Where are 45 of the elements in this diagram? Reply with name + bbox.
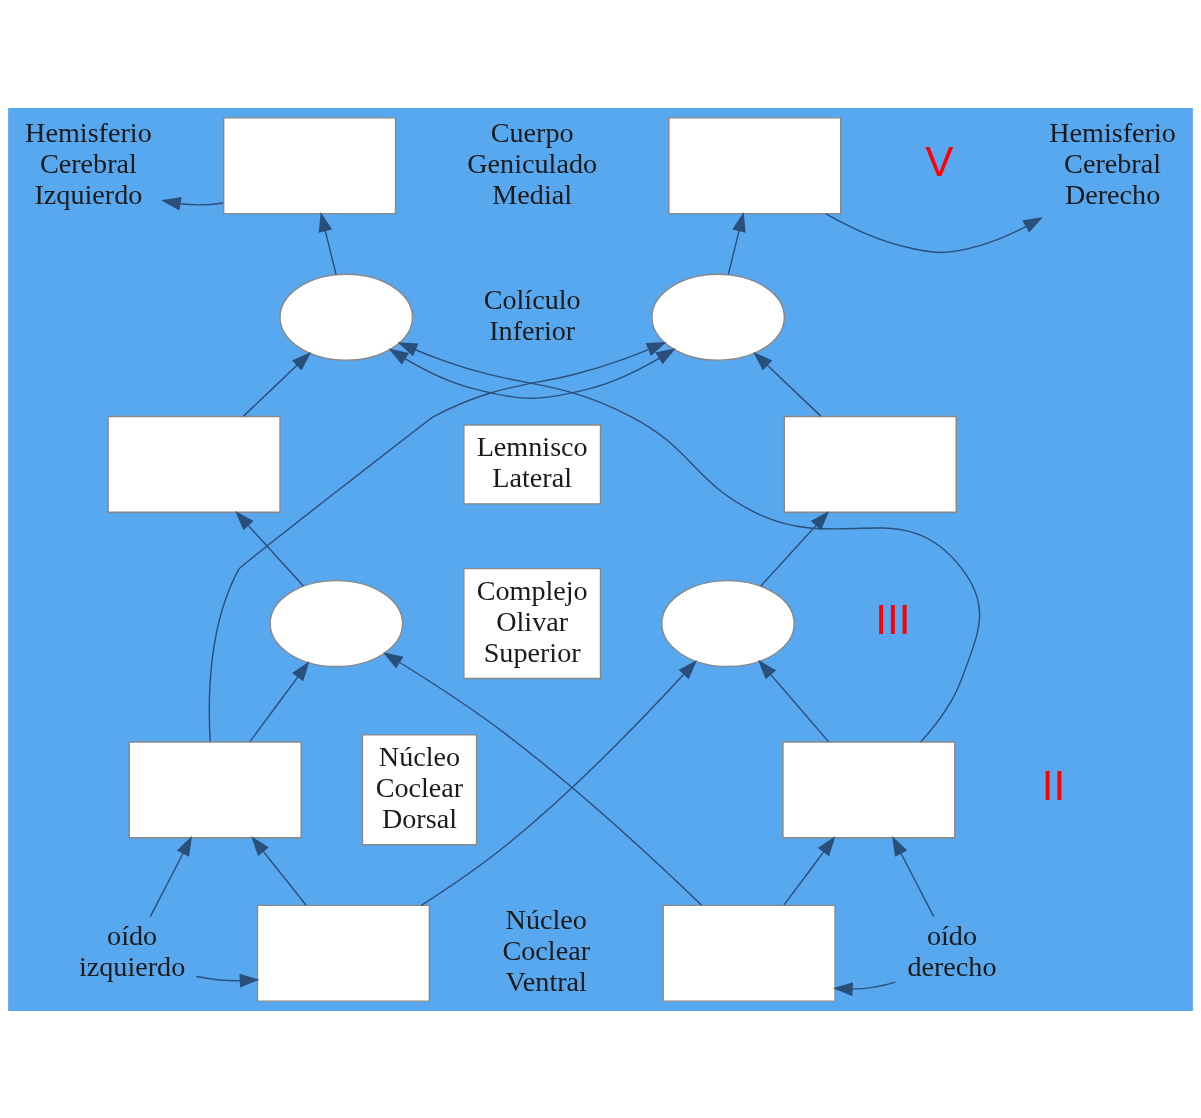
arrow [195, 973, 260, 988]
arrow [208, 341, 667, 742]
arrow [149, 835, 192, 917]
node-box [668, 116, 842, 214]
node-text: oído derecho [907, 919, 997, 982]
arrow [382, 651, 703, 906]
label: V [925, 137, 954, 185]
node-text: Hemisferio Cerebral Izquierdo [25, 116, 152, 210]
node-box [256, 904, 431, 1002]
arrow [397, 341, 981, 743]
arrow [235, 510, 305, 587]
arrow [825, 212, 1043, 253]
label: II [1041, 761, 1066, 809]
arrow [727, 211, 746, 275]
arrow [251, 835, 307, 906]
label: Colículo Inferior [483, 283, 581, 346]
arrow [783, 835, 836, 906]
node-box [107, 415, 281, 513]
label: Cuerpo Geniculado Medial [467, 116, 598, 210]
node-ellipse [651, 273, 786, 361]
node-box: Complejo Olivar Superior [463, 567, 602, 679]
arrow [249, 660, 310, 742]
arrow [760, 510, 830, 587]
node-text: Hemisferio Cerebral Derecho [1049, 116, 1176, 210]
arrow [242, 351, 312, 417]
arrow [318, 211, 337, 275]
node-box [783, 415, 957, 513]
node-box [128, 740, 302, 838]
arrow [388, 347, 676, 399]
label: III [875, 595, 911, 643]
node-box: Lemnisco Lateral [463, 423, 602, 505]
node-ellipse [279, 273, 414, 361]
arrow [161, 196, 224, 211]
node-box [222, 116, 397, 214]
label: Núcleo Coclear Ventral [502, 903, 591, 997]
arrow [892, 835, 935, 917]
arrow [753, 351, 822, 417]
node-box: Núcleo Coclear Dorsal [361, 733, 478, 845]
node-box [782, 740, 956, 838]
arrow [420, 659, 697, 906]
node-box [662, 904, 836, 1002]
node-ellipse [661, 579, 795, 667]
arrow [832, 980, 897, 996]
node-text: oído izquierdo [78, 919, 186, 982]
arrow [758, 659, 830, 742]
